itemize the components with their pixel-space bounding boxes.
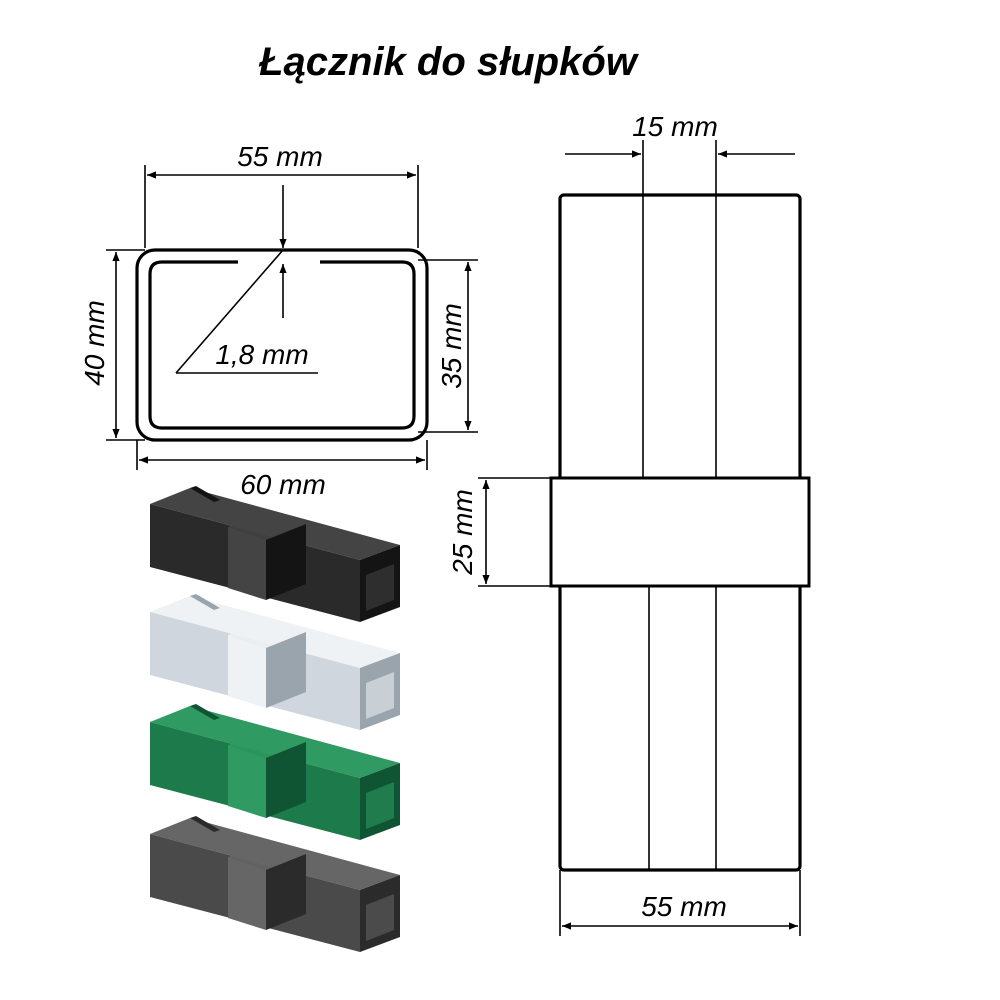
page-title: Łącznik do słupków (258, 40, 640, 84)
dim-label-40: 40 mm (79, 300, 110, 386)
connector-photo-1 (150, 486, 400, 622)
side-view-sleeve (549, 476, 811, 588)
product-photos (150, 486, 400, 952)
dim-label-35: 35 mm (436, 303, 467, 389)
dim-label-sleeve: 25 mm (447, 489, 478, 576)
dim-label-60: 60 mm (240, 469, 326, 500)
dim-label-55-bottom: 55 mm (641, 891, 727, 922)
cross-section-drawing: 55 mm 1,8 mm 40 mm 35 mm 60 mm (79, 141, 478, 500)
dim-label-gap: 15 mm (632, 111, 718, 142)
leader-thickness (175, 249, 284, 374)
side-view-drawing: 15 mm 25 mm 55 mm (447, 111, 811, 936)
connector-photo-3 (150, 704, 400, 840)
connector-photo-4 (150, 816, 400, 952)
profile-inner-outline (148, 260, 416, 430)
dim-label-thickness: 1,8 mm (215, 339, 308, 370)
dim-label-55-top: 55 mm (237, 141, 323, 172)
connector-photo-2 (150, 594, 400, 730)
